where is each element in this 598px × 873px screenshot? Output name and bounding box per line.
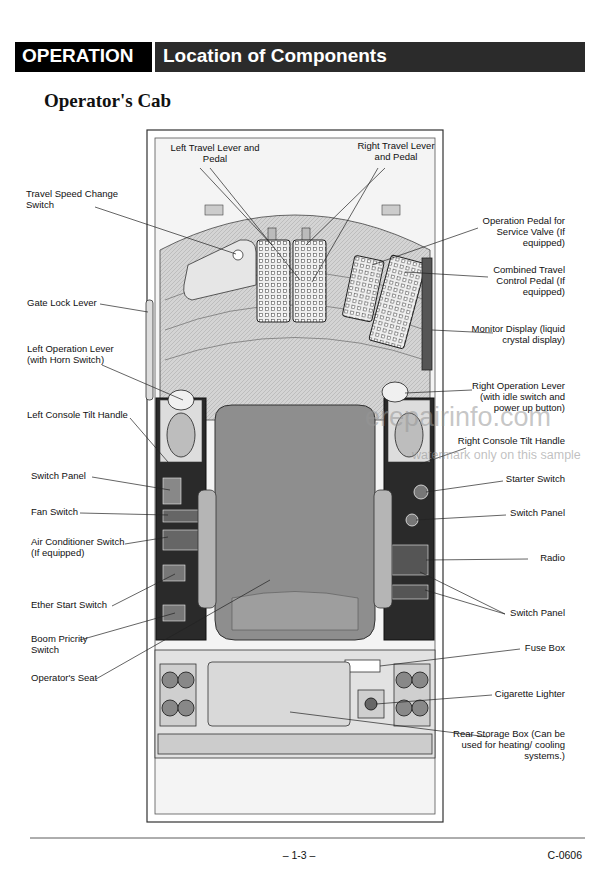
watermark: watermark only on this sample <box>412 448 582 462</box>
header-block <box>15 42 152 72</box>
part-label: Switch Panel <box>31 471 101 482</box>
part-label: Switch Panel <box>490 608 565 619</box>
part-label: Combined Travel Control Pedal (If equipp… <box>470 265 565 298</box>
part-label: Gate Lock Lever <box>27 298 107 309</box>
header-gap <box>152 42 155 72</box>
part-label: Ether Start Switch <box>31 600 131 611</box>
part-label: Fan Switch <box>31 507 101 518</box>
part-label: Monitor Display (liquid crystal display) <box>460 324 565 346</box>
watermark: erepairinfo.com <box>365 402 565 433</box>
header-bar <box>15 42 585 72</box>
part-label: Left Operation Lever (with Horn Switch) <box>27 344 127 366</box>
part-label: Left Console Tilt Handle <box>27 410 137 421</box>
part-label: Starter Switch <box>490 474 565 485</box>
left-lever <box>167 413 195 457</box>
storage-box <box>208 662 350 726</box>
part-label: Left Travel Lever and Pedal <box>170 143 260 165</box>
rear-deck <box>155 650 435 758</box>
section-title: Location of Components <box>163 45 387 67</box>
speed-switch <box>233 250 243 260</box>
part-label: Rear Storage Box (Can be used for heatin… <box>430 729 565 762</box>
operator-seat <box>215 405 375 640</box>
gate-lock-lever <box>146 300 153 400</box>
section-header: OPERATION <box>22 45 150 67</box>
footer-rule <box>30 838 585 839</box>
part-label: Operator's Seat <box>31 673 111 684</box>
document-code: C-0606 <box>500 849 582 861</box>
part-label: Travel Speed Change Switch <box>26 189 126 211</box>
combined-travel-pedal <box>369 255 427 349</box>
part-label: Air Conditioner Switch (If equipped) <box>31 537 131 559</box>
part-label: Switch Panel <box>490 508 565 519</box>
left-travel-pedal <box>257 240 290 322</box>
part-label: Operation Pedal for Service Valve (If eq… <box>465 216 565 249</box>
right-travel-pedal <box>293 240 326 322</box>
part-label: Radio <box>520 553 565 564</box>
cab-floor <box>160 215 430 420</box>
part-label: Fuse Box <box>500 643 565 654</box>
cab-outline <box>147 130 443 822</box>
part-label: Right Console Tilt Handle <box>440 436 565 447</box>
part-label: Cigarette Lighter <box>470 689 565 700</box>
monitor-display <box>422 258 432 370</box>
subsection-title: Operator's Cab <box>44 90 244 112</box>
part-label: Right Travel Lever and Pedal <box>350 141 442 163</box>
page-number: – 1-3 – <box>259 849 339 861</box>
part-label: Boom Pricrity Switch <box>31 634 91 656</box>
cigarette-lighter <box>365 698 377 710</box>
